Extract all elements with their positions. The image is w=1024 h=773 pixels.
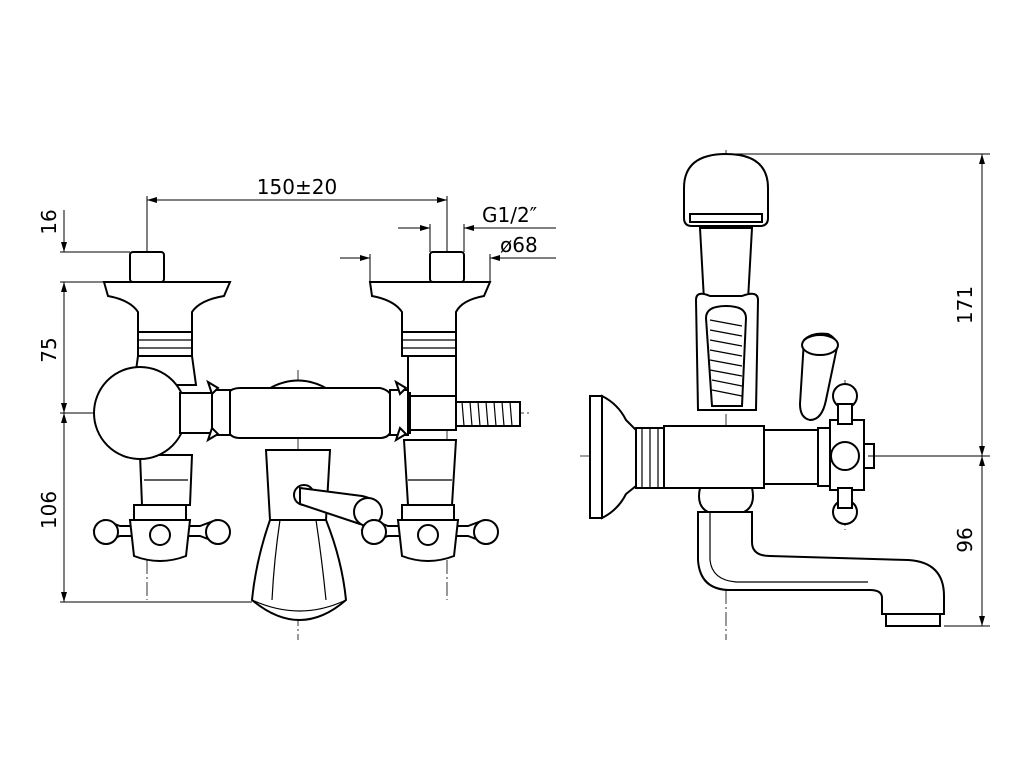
cross-handle-side[interactable] [829,383,875,525]
shower-hose [704,304,748,407]
left-wall-connector [102,251,232,386]
side-dimensions [726,153,990,627]
right-cross-handle[interactable] [360,504,499,562]
front-view: 150±20 G1/2″ ø68 16 75 106 [37,175,556,640]
dim-thread: G1/2″ [482,203,537,227]
dim-top-height: 16 [37,209,61,234]
spout-front [250,449,348,621]
right-wall-connector [368,251,492,397]
left-valve-body [93,366,194,506]
diverter-lever-side[interactable] [798,332,839,422]
body-side [663,425,831,513]
dim-spout-height: 96 [953,527,977,552]
dim-lower: 106 [37,491,61,529]
dim-flange: ø68 [500,233,538,257]
hose-outlet [409,395,521,431]
dim-upper: 75 [37,337,61,362]
front-dimensions [60,196,556,603]
side-view: 171 96 [580,150,990,640]
left-cross-handle[interactable] [92,504,231,562]
dim-total-height: 171 [953,286,977,324]
wall-flange [589,394,665,520]
spout-side [697,511,945,627]
mixer-body [179,379,411,443]
dim-spacing: 150±20 [257,175,337,199]
